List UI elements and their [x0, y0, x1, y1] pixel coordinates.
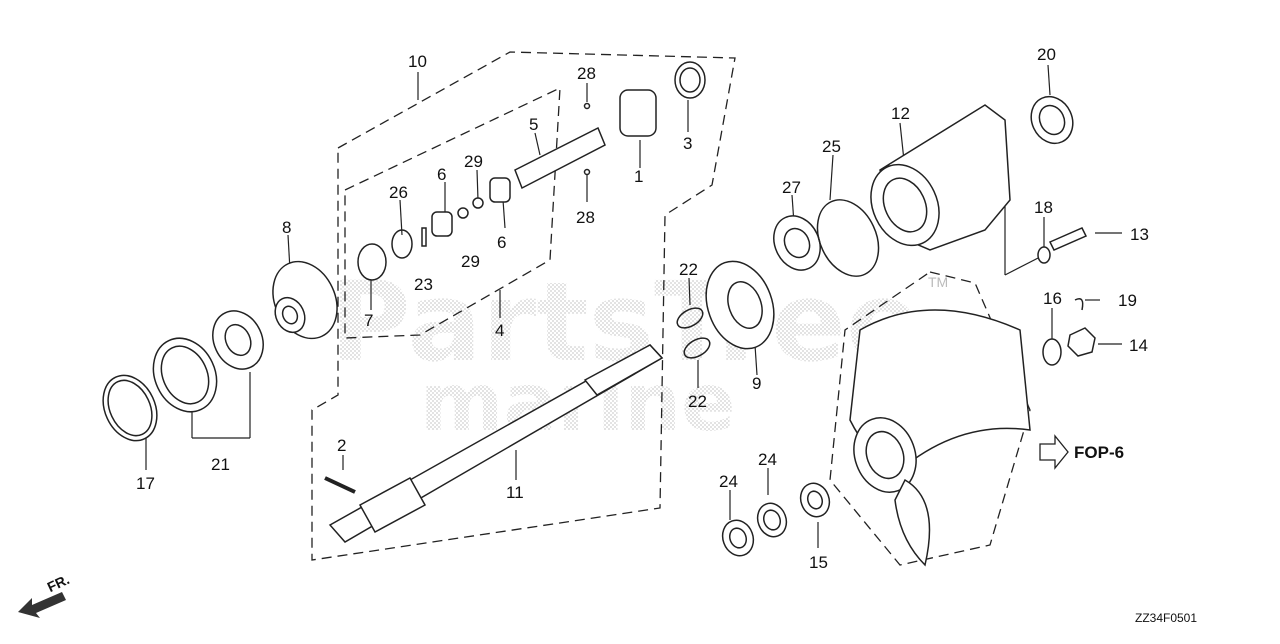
part-label-27[interactable]: 27: [782, 178, 801, 197]
leader-lines: [145, 64, 1122, 548]
watermark-tm: TM: [928, 274, 948, 290]
part-label-15[interactable]: 15: [809, 553, 828, 572]
part-label-20[interactable]: 20: [1037, 45, 1056, 64]
part-label-1[interactable]: 1: [634, 167, 643, 186]
part-label-5[interactable]: 5: [529, 115, 538, 134]
part-29-ball-a: [457, 207, 469, 219]
part-5-rod: [514, 126, 606, 190]
part-label-16[interactable]: 16: [1043, 289, 1062, 308]
front-arrow-text: FR.: [45, 571, 72, 595]
part-label-28[interactable]: 28: [576, 208, 595, 227]
part-23-pin: [421, 227, 427, 247]
part-label-18[interactable]: 18: [1034, 198, 1053, 217]
part-6-spring-b: [489, 177, 511, 203]
part-6-spring-a: [431, 211, 453, 237]
part-label-29[interactable]: 29: [464, 152, 483, 171]
part-label-7[interactable]: 7: [364, 311, 373, 330]
part-label-12[interactable]: 12: [891, 104, 910, 123]
part-28-dot-a: [583, 102, 591, 110]
drawing-code: ZZ34F0501: [1135, 611, 1197, 625]
part-7-cap: [357, 243, 387, 281]
part-label-4[interactable]: 4: [495, 321, 504, 340]
part-24-seal-a: [721, 519, 755, 557]
part-20-bearing: [1030, 95, 1074, 145]
part-label-22[interactable]: 22: [688, 392, 707, 411]
part-label-10[interactable]: 10: [408, 52, 427, 71]
part-label-19[interactable]: 19: [1118, 291, 1137, 310]
part-label-3[interactable]: 3: [683, 134, 692, 153]
part-label-13[interactable]: 13: [1130, 225, 1149, 244]
part-label-6[interactable]: 6: [437, 165, 446, 184]
part-26-clip: [391, 229, 413, 259]
part-16-washer: [1042, 338, 1062, 366]
part-19-cotter: [1074, 298, 1084, 311]
part-label-24[interactable]: 24: [719, 472, 738, 491]
part-label-2[interactable]: 2: [337, 436, 346, 455]
assembly-outlines: [311, 51, 1031, 566]
part-21-bearing: [212, 310, 264, 370]
part-22-ring-b: [683, 337, 711, 359]
front-arrow-icon: [18, 592, 66, 618]
part-label-28[interactable]: 28: [577, 64, 596, 83]
part-drawings: [102, 61, 1096, 567]
part-label-26[interactable]: 26: [389, 183, 408, 202]
part-13-bolt: [1048, 227, 1088, 251]
part-25-oring: [816, 199, 880, 277]
part-21-race: [152, 337, 218, 413]
part-label-17[interactable]: 17: [136, 474, 155, 493]
part-label-23[interactable]: 23: [414, 275, 433, 294]
part-22-ring-a: [676, 307, 704, 329]
part-label-22[interactable]: 22: [679, 260, 698, 279]
part-label-8[interactable]: 8: [282, 218, 291, 237]
fop-arrow-icon: [1039, 434, 1069, 470]
part-label-6[interactable]: 6: [497, 233, 506, 252]
part-15-bushing: [799, 482, 831, 518]
part-28-dot-b: [583, 168, 591, 176]
part-29-ball-b: [472, 197, 484, 209]
part-label-11[interactable]: 11: [506, 483, 524, 502]
fop-reference[interactable]: FOP-6: [1074, 443, 1124, 462]
part-label-9[interactable]: 9: [752, 374, 761, 393]
part-label-21[interactable]: 21: [211, 455, 230, 474]
part-label-29[interactable]: 29: [461, 252, 480, 271]
front-direction-indicator: FR.: [18, 571, 72, 618]
part-27-bearing: [773, 215, 821, 271]
part-label-14[interactable]: 14: [1129, 336, 1148, 355]
part-1-clutch: [619, 89, 657, 137]
part-label-24[interactable]: 24: [758, 450, 777, 469]
part-18-washer: [1037, 246, 1051, 264]
part-9-bevel-gear: [705, 260, 775, 350]
part-14-nut: [1067, 327, 1096, 357]
part-label-25[interactable]: 25: [822, 137, 841, 156]
part-2-pin: [324, 476, 356, 494]
part-24-seal-b: [756, 502, 788, 538]
